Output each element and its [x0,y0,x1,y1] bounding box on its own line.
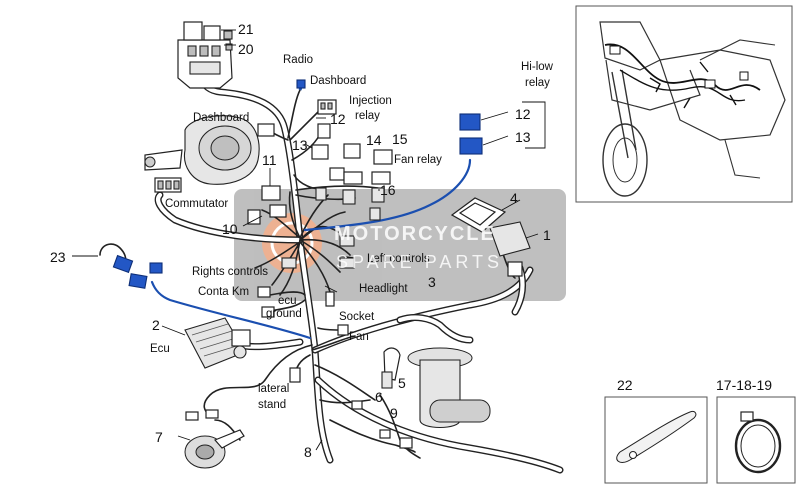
fuel-pump-assembly [381,347,491,429]
module-part-1 [489,221,531,277]
part-number-10: 10 [222,221,238,237]
part-number-13a: 13 [292,137,308,153]
dashboard-connector [257,99,337,137]
dashboard-assembly [144,115,260,185]
inset-part-17-18-19: 17-18-19 [716,377,796,484]
small-connectors [185,286,413,449]
part-number-13b: 13 [515,129,531,145]
part-numbers: 21 20 12 13 14 15 11 16 10 12 13 4 1 3 2… [50,21,551,460]
part-number-8: 8 [304,444,312,460]
part-number-6: 6 [375,389,383,405]
part-number-1: 1 [543,227,551,243]
label-headlight: Headlight [359,283,408,295]
part-number-20: 20 [238,41,254,57]
hi-low-relay [459,101,546,155]
ecu-unit [184,317,251,369]
part-number-3: 3 [428,274,436,290]
part-number-16: 16 [380,182,396,198]
label-injection-2: relay [355,110,380,122]
part-number-4: 4 [510,190,518,206]
part-number-22: 22 [617,377,633,393]
part-number-15: 15 [392,131,408,147]
label-hi-low-1: Hi-low [521,61,554,73]
part-number-5: 5 [398,375,406,391]
commutator-connector [154,177,182,193]
fuse-box [177,21,233,89]
relays-cluster [247,123,393,269]
label-hi-low-2: relay [525,77,550,89]
horn [184,429,245,469]
motorcycle-thumbnail [575,5,793,203]
label-ecu-ground-2: ground [266,308,302,320]
part-number-2: 2 [152,317,160,333]
part-number-11: 11 [262,152,277,168]
label-conta-km: Conta Km [198,286,249,298]
part-number-14: 14 [366,132,382,148]
label-rights-controls: Rights controls [192,266,268,278]
part-number-9: 9 [390,405,398,421]
label-fan-relay: Fan relay [394,154,442,166]
watermark-text: MOTORCYCLE SPARE PARTS [334,223,503,272]
watermark-line-1: MOTORCYCLE [334,223,496,245]
label-dashboard-left: Dashboard [193,112,249,124]
part-number-23: 23 [50,249,66,265]
label-commutator: Commutator [165,198,228,210]
watermark-line-2: SPARE PARTS [336,252,503,272]
label-fan: Fan [349,331,369,343]
diagnostic-connector-23 [99,243,163,289]
main-harness [150,51,564,474]
label-lateral-stand-1: lateral [258,383,289,395]
label-radio: Radio [283,54,313,66]
part-number-12a: 12 [330,111,346,127]
inset-part-22: 22 [604,377,708,484]
label-lateral-stand-2: stand [258,399,286,411]
radio-connector [296,79,306,91]
part-number-21: 21 [238,21,254,37]
label-left-controls: Left controls [367,253,430,265]
part-number-12b: 12 [515,106,531,122]
label-dashboard-top: Dashboard [310,75,366,87]
label-ecu-ground-1: ecu [278,295,297,307]
label-injection-1: Injection [349,95,392,107]
label-socket: Socket [339,311,375,323]
label-ecu: Ecu [150,343,170,355]
part-number-7: 7 [155,429,163,445]
bracket-part-4 [450,197,507,233]
text-labels: Radio Dashboard Dashboard Injection rela… [150,54,554,411]
leader-lines [72,29,539,451]
part-number-17-18-19: 17-18-19 [716,377,772,393]
